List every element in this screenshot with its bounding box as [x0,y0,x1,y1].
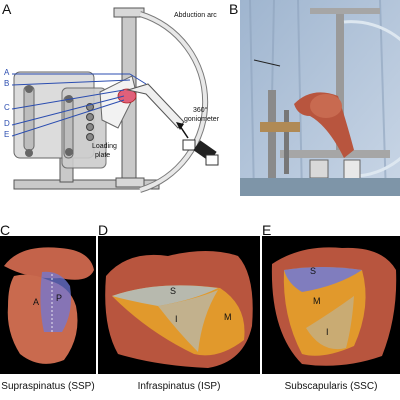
test-rig-schematic [11,7,219,193]
cable-label-e: E [4,130,10,139]
region-label-middle: M [224,312,232,322]
abduction-arc-label: Abduction arc [174,12,217,19]
loading-plate-label-line2: plate [95,152,111,159]
caption-supraspinatus: Supraspinatus (SSP) [1,381,95,392]
cable-label-d: D [4,119,10,128]
region-label-middle: M [313,296,321,306]
panel-d-photo: S I M [98,236,260,374]
region-label-superior: S [170,286,177,296]
supraspinatus-specimen [4,247,94,364]
goniometer-label-line2: goniometer [184,116,220,123]
cable-label-c: C [4,103,10,112]
region-label-posterior: P [56,293,63,303]
loading-plate-label-line1: Loading [92,143,117,150]
panel-e-photo: S M I [262,236,400,374]
panel-c-label: C [0,222,11,238]
panel-e-label: E [262,222,272,238]
panel-a-schematic: A [0,0,240,220]
panel-a-label: A [2,1,12,17]
caption-infraspinatus: Infraspinatus (ISP) [137,381,221,392]
panel-c-photo: A P [0,236,96,374]
cable-label-b: B [4,79,10,88]
region-label-inferior: I [326,327,329,337]
goniometer-label-line1: 360° [193,107,208,114]
caption-subscapularis: Subscapularis (SSC) [284,381,378,392]
rig-photo-illustration [240,0,400,196]
region-label-superior: S [310,266,317,276]
infraspinatus-specimen [105,251,253,368]
panel-d-label: D [98,222,109,238]
region-label-anterior: A [33,297,40,307]
cable-label-a: A [4,68,10,77]
panel-b-photo [240,0,400,196]
region-label-inferior: I [175,314,178,324]
panel-b-label: B [229,1,239,17]
subscapularis-specimen [271,247,397,366]
